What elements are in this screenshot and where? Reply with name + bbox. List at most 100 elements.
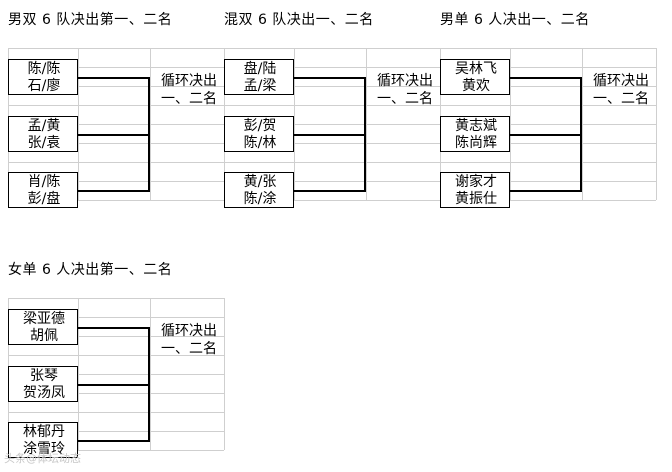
bracket-connector [580, 77, 582, 192]
grid-hline [8, 143, 224, 144]
grid-hline [440, 124, 656, 125]
grid-hline [8, 412, 224, 413]
player-name: 涂雪玲 [23, 441, 65, 457]
player-pair: 彭/盘 [27, 191, 61, 207]
grid-hline [8, 450, 224, 451]
bracket-title: 男单 6 人决出一、二名 [440, 12, 590, 28]
grid-hline [440, 67, 656, 68]
player-pair: 陈/林 [243, 135, 277, 151]
grid-hline [8, 374, 224, 375]
team-box: 彭/贺 陈/林 [224, 116, 294, 152]
grid-hline [8, 393, 224, 394]
bracket-title: 混双 6 队决出一、二名 [224, 12, 374, 28]
bracket-connector [510, 77, 581, 79]
team-box: 吴林飞 黄欢 [440, 59, 510, 95]
bracket-connector [364, 77, 366, 192]
team-box: 谢家才 黄振仕 [440, 172, 510, 208]
team-box: 黄/张 陈/涂 [224, 172, 294, 208]
player-name: 林郁丹 [23, 424, 65, 440]
grid-vline [510, 48, 511, 200]
bracket-women-singles: 女单 6 人决出第一、二名 梁亚德 胡佩 张琴 贺汤凤 林郁丹 涂雪玲 循环决出… [8, 260, 225, 458]
result-text: 循环决出 [161, 323, 217, 339]
player-name: 陈尚辉 [455, 135, 497, 151]
bracket-connector [294, 77, 365, 79]
grid-hline [8, 162, 224, 163]
bracket-connector [78, 327, 149, 329]
player-pair: 彭/贺 [243, 118, 277, 134]
team-box: 陈/陈 石/廖 [8, 59, 78, 95]
player-pair: 孟/黄 [27, 118, 61, 134]
grid-hline [440, 162, 656, 163]
grid-hline [440, 181, 656, 182]
grid-hline [224, 181, 440, 182]
grid-vline [294, 48, 295, 200]
bracket-connector [78, 190, 149, 192]
bracket-connector [78, 384, 149, 386]
grid-hline [8, 124, 224, 125]
team-box: 张琴 贺汤凤 [8, 366, 78, 402]
player-name: 黄振仕 [455, 191, 497, 207]
grid-vline [582, 48, 583, 200]
grid-hline [224, 48, 440, 49]
player-name: 黄志斌 [455, 118, 497, 134]
bracket-men-singles: 男单 6 人决出一、二名 吴林飞 黄欢 黄志斌 陈尚辉 谢家才 黄振仕 循环决出… [440, 10, 657, 208]
player-name: 吴林飞 [455, 61, 497, 77]
grid-hline [8, 200, 224, 201]
team-box: 孟/黄 张/袁 [8, 116, 78, 152]
player-pair: 肖/陈 [27, 174, 61, 190]
grid-hline [440, 143, 656, 144]
bracket-title: 男双 6 队决出第一、二名 [8, 12, 173, 28]
bracket-mixed-doubles: 混双 6 队决出一、二名 盘/陆 孟/梁 彭/贺 陈/林 黄/张 陈/涂 循环决… [224, 10, 441, 208]
grid-hline [224, 67, 440, 68]
bracket-title: 女单 6 人决出第一、二名 [8, 262, 173, 278]
bracket-connector [510, 190, 581, 192]
grid-hline [8, 431, 224, 432]
team-box: 林郁丹 涂雪玲 [8, 422, 78, 458]
player-name: 张琴 [30, 368, 58, 384]
grid-hline [224, 162, 440, 163]
result-text: 一、二名 [161, 91, 217, 107]
grid-hline [8, 67, 224, 68]
grid-vline [366, 48, 367, 200]
player-pair: 孟/梁 [243, 78, 277, 94]
player-pair: 陈/涂 [243, 191, 277, 207]
team-box: 盘/陆 孟/梁 [224, 59, 294, 95]
grid-vline [656, 48, 657, 200]
player-pair: 黄/张 [243, 174, 277, 190]
team-box: 黄志斌 陈尚辉 [440, 116, 510, 152]
result-text: 循环决出 [593, 73, 649, 89]
grid-hline [8, 86, 224, 87]
grid-hline [8, 298, 224, 299]
grid-vline [150, 298, 151, 450]
bracket-men-doubles: 男双 6 队决出第一、二名 陈/陈 石/廖 孟/黄 张/袁 肖/陈 彭/盘 循环… [8, 10, 225, 208]
grid-hline [8, 181, 224, 182]
grid-hline [224, 200, 440, 201]
grid-hline [440, 200, 656, 201]
bracket-connector [78, 440, 149, 442]
result-text: 一、二名 [161, 341, 217, 357]
player-pair: 盘/陆 [243, 61, 277, 77]
result-text: 循环决出 [161, 73, 217, 89]
grid-hline [440, 105, 656, 106]
grid-vline [150, 48, 151, 200]
bracket-connector [510, 134, 581, 136]
grid-vline [224, 298, 225, 450]
bracket-grid [440, 48, 657, 201]
bracket-connector [294, 134, 365, 136]
grid-hline [8, 48, 224, 49]
bracket-connector [148, 327, 150, 442]
watermark: 头条@体坛动态 [4, 452, 81, 465]
player-pair: 陈/陈 [27, 61, 61, 77]
player-name: 谢家才 [455, 174, 497, 190]
grid-vline [78, 298, 79, 450]
team-box: 肖/陈 彭/盘 [8, 172, 78, 208]
grid-hline [8, 105, 224, 106]
grid-hline [8, 336, 224, 337]
team-box: 梁亚德 胡佩 [8, 309, 78, 345]
bracket-connector [78, 77, 149, 79]
grid-hline [440, 86, 656, 87]
grid-hline [8, 355, 224, 356]
result-text: 一、二名 [593, 91, 649, 107]
result-text: 一、二名 [377, 91, 433, 107]
grid-vline [78, 48, 79, 200]
